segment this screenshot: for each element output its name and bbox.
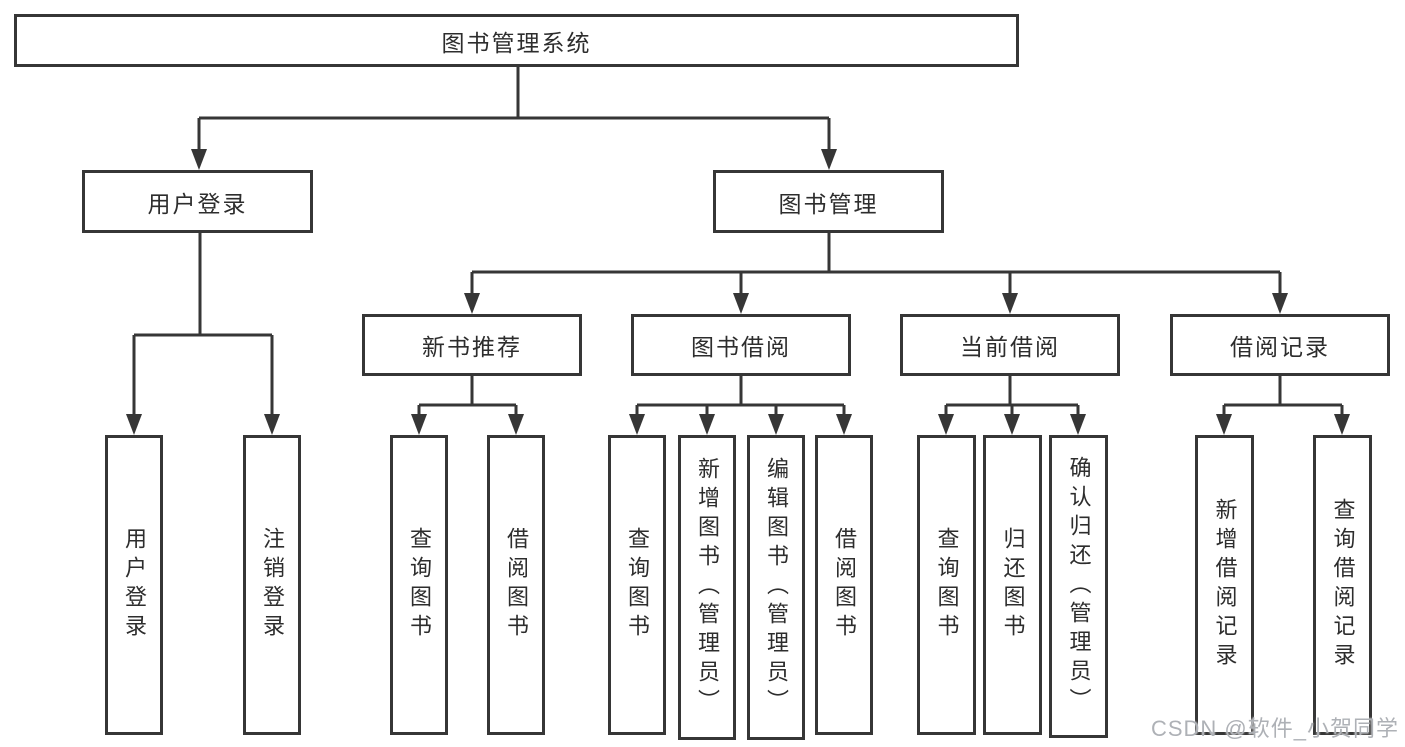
arrow-down-icon [411,414,427,435]
arrow-down-icon [938,414,954,435]
node-new-book-recommend: 新书推荐 [362,314,582,376]
arrow-down-icon [264,414,280,435]
node-label: 用户登录 [147,190,248,217]
leaf-recommend-query-books: 查询图书 [390,435,448,735]
arrow-down-icon [1002,293,1018,314]
arrow-down-icon [1004,414,1020,435]
arrow-down-icon [126,414,142,435]
node-library-system: 图书管理系统 [14,14,1019,67]
node-label: 新书推荐 [422,334,522,360]
arrow-down-icon [629,414,645,435]
node-book-borrow: 图书借阅 [631,314,851,376]
leaf-user-login: 用户登录 [105,435,163,735]
node-label: 当前借阅 [960,334,1060,360]
leaf-current-return-books: 归还图书 [983,435,1042,735]
arrow-down-icon [836,414,852,435]
arrow-down-icon [508,414,524,435]
leaf-label: 查询借阅记录 [1330,498,1356,672]
leaf-label: 归还图书 [1000,527,1026,643]
leaf-current-query-books: 查询图书 [917,435,976,735]
leaf-borrow-edit-books-admin: 编辑图书（管理员） [747,435,805,740]
leaf-label: 新增图书（管理员） [695,457,720,718]
leaf-label: 查询图书 [407,527,432,643]
arrow-down-icon [821,149,837,170]
node-book-management: 图书管理 [713,170,944,233]
arrow-down-icon [1216,414,1232,435]
leaf-label: 借阅图书 [504,527,529,643]
leaf-borrow-borrow-books: 借阅图书 [815,435,873,735]
arrow-down-icon [768,414,784,435]
node-user-login: 用户登录 [82,170,313,233]
node-label: 图书管理系统 [441,29,592,56]
leaf-label: 新增借阅记录 [1212,498,1238,672]
leaf-records-add-borrow-record: 新增借阅记录 [1195,435,1254,735]
leaf-logout: 注销登录 [243,435,301,735]
leaf-borrow-add-books-admin: 新增图书（管理员） [678,435,736,740]
arrow-down-icon [1334,414,1350,435]
arrow-down-icon [1070,414,1086,435]
leaf-label: 编辑图书（管理员） [764,457,789,718]
leaf-recommend-borrow-books: 借阅图书 [487,435,545,735]
leaf-label: 查询图书 [625,527,650,643]
leaf-label: 借阅图书 [832,527,857,643]
leaf-current-confirm-return-admin: 确认归还（管理员） [1049,435,1108,738]
arrow-down-icon [699,414,715,435]
arrow-down-icon [464,293,480,314]
leaf-label: 确认归还（管理员） [1066,456,1092,717]
leaf-label: 注销登录 [260,527,285,643]
leaf-records-query-borrow-record: 查询借阅记录 [1313,435,1372,735]
arrow-down-icon [733,293,749,314]
arrow-down-icon [1272,293,1288,314]
csdn-watermark: CSDN @软件_小贺同学 [1150,716,1399,741]
node-label: 借阅记录 [1230,334,1330,360]
arrow-down-icon [191,149,207,170]
node-current-borrow: 当前借阅 [900,314,1120,376]
node-label: 图书管理 [778,190,879,217]
node-label: 图书借阅 [691,334,791,360]
leaf-label: 用户登录 [122,527,147,643]
leaf-borrow-query-books: 查询图书 [608,435,666,735]
leaf-label: 查询图书 [934,527,960,643]
node-borrow-records: 借阅记录 [1170,314,1390,376]
